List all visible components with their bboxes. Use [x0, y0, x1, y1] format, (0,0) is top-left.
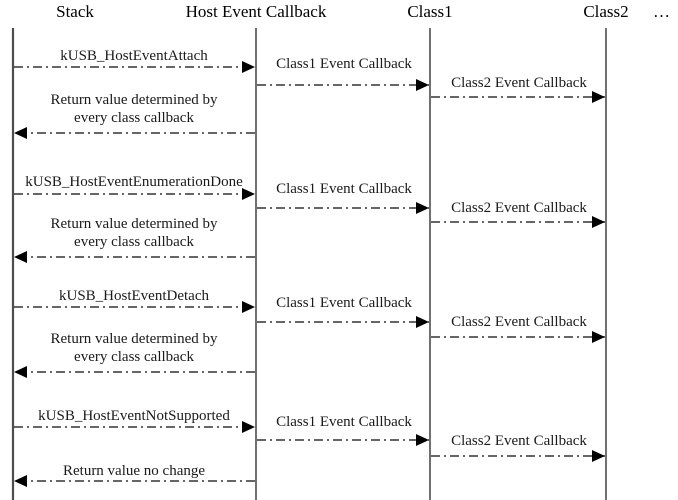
lifeline-header-class2: Class2 — [583, 2, 629, 21]
message-label-detach-class1-callback: Class1 Event Callback — [276, 295, 412, 311]
messages-group — [14, 61, 605, 487]
message-label-attach-class2-callback: Class2 Event Callback — [451, 75, 587, 91]
message-label-detach-request: kUSB_HostEventDetach — [59, 288, 209, 304]
message-label-enum-class2-callback: Class2 Event Callback — [451, 200, 587, 216]
message-label-enum-class1-callback: Class1 Event Callback — [276, 181, 412, 197]
lifeline-header-class1: Class1 — [407, 2, 453, 21]
lifeline-header-host_event_callback: Host Event Callback — [185, 2, 327, 21]
message-label-notsup-class1-callback: Class1 Event Callback — [276, 414, 412, 430]
message-label-notsup-return: Return value no change — [62, 463, 206, 479]
lifeline-header-more: … — [653, 2, 671, 21]
message-label-detach-class2-callback: Class2 Event Callback — [451, 314, 587, 330]
message-label-notsup-request: kUSB_HostEventNotSupported — [38, 408, 230, 424]
message-label-attach-request: kUSB_HostEventAttach — [60, 48, 208, 64]
message-label-notsup-class2-callback: Class2 Event Callback — [451, 433, 587, 449]
message-label-enum-request: kUSB_HostEventEnumerationDone — [25, 174, 243, 190]
lifeline-header-stack: Stack — [56, 2, 94, 21]
lifelines-group — [11, 28, 607, 500]
message-label-attach-class1-callback: Class1 Event Callback — [276, 56, 412, 72]
